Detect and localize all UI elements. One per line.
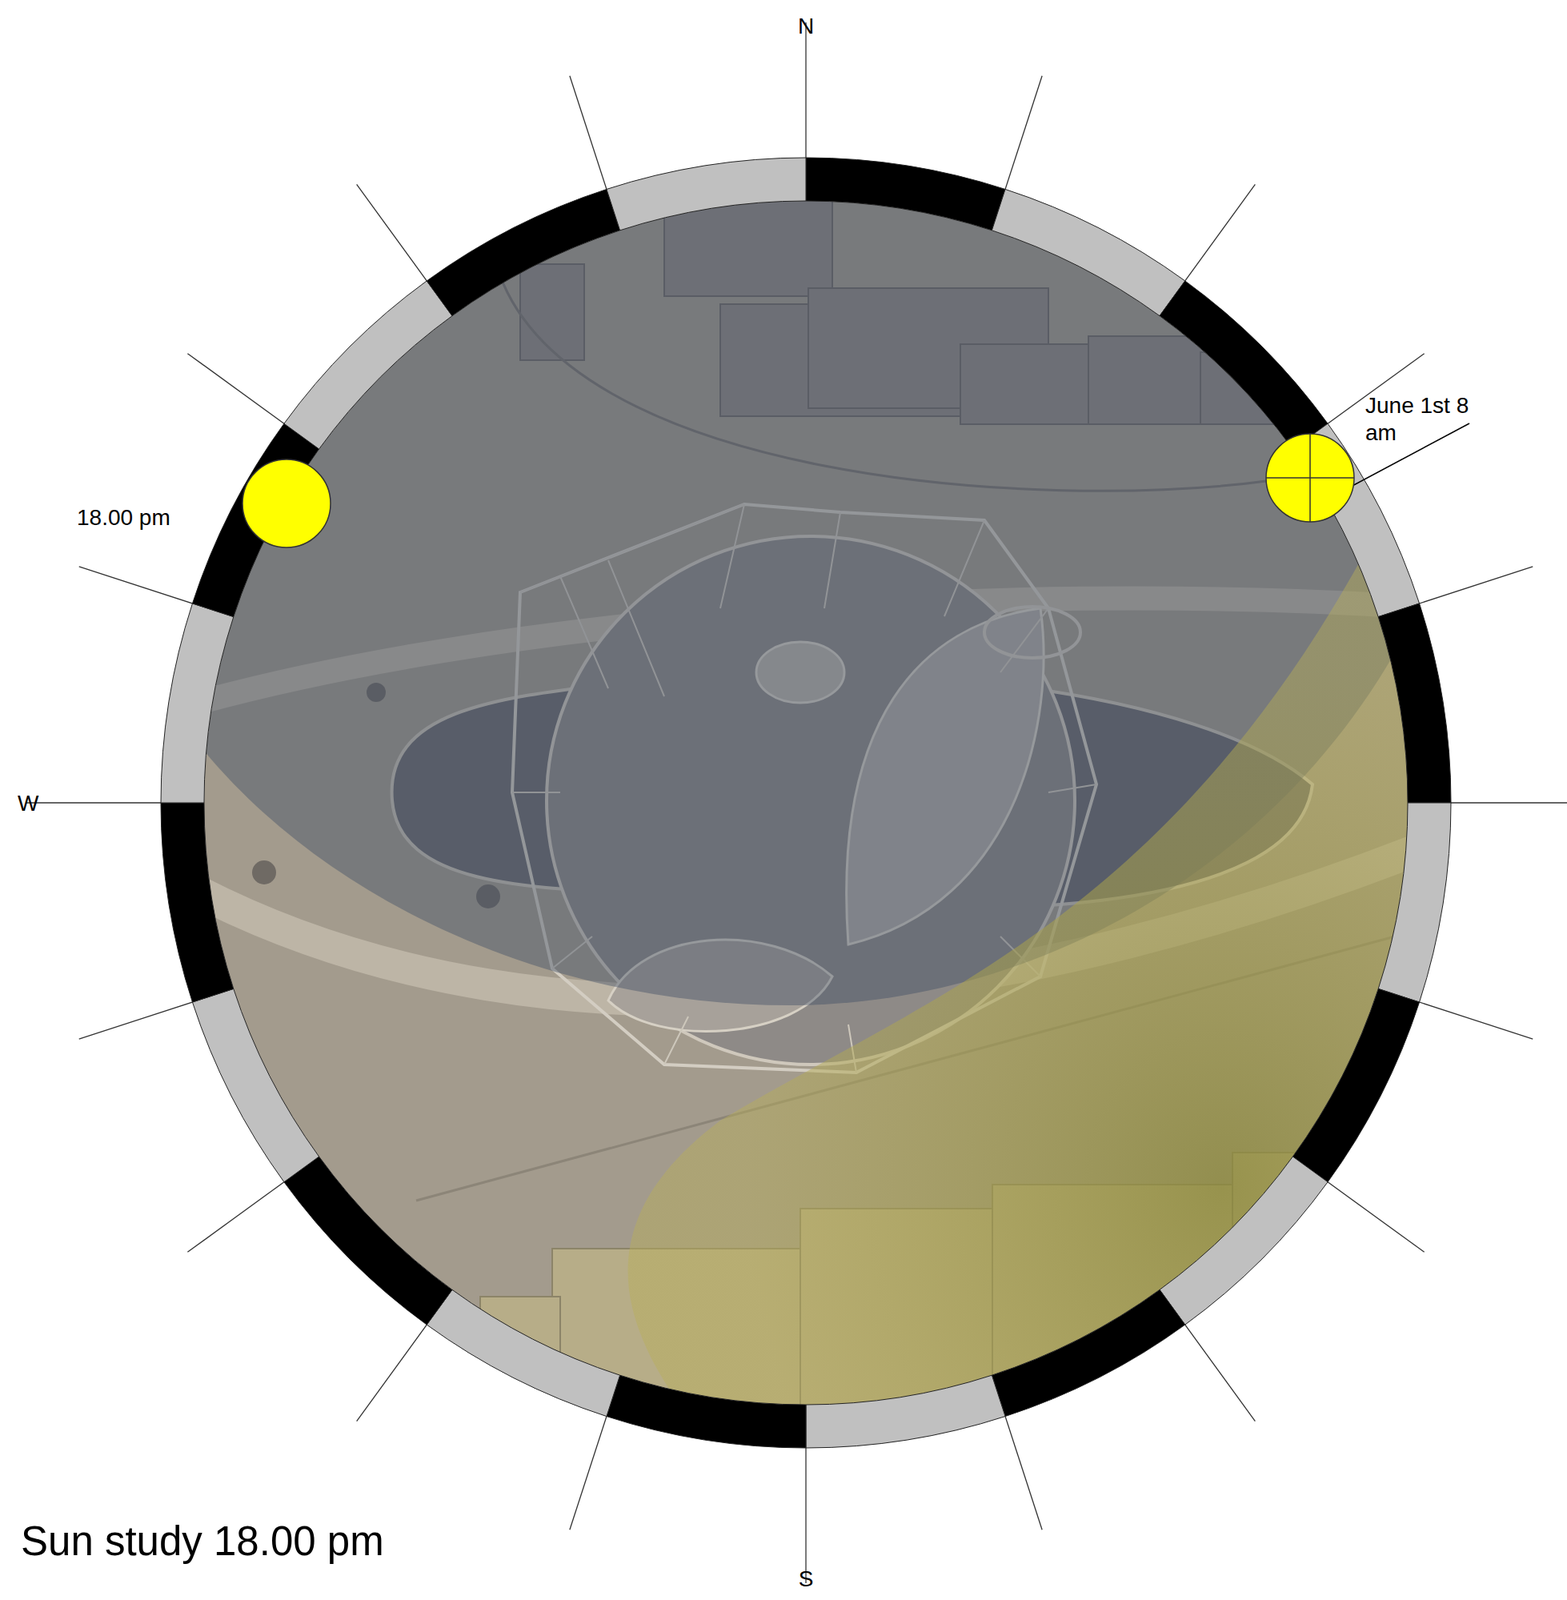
sun-time-label: 18.00 pm [76,504,171,532]
ring-segment [1292,988,1419,1182]
tree [252,860,277,885]
ring-segment [991,188,1185,316]
ring-segment [805,157,1006,231]
compass-label: S [798,1565,814,1593]
sun-symbol [242,459,331,548]
ground [160,160,1457,1457]
diagram-title: Sun study 18.00 pm [20,1516,385,1566]
ring-segment [284,280,453,449]
ring-segment [1159,280,1328,449]
ring-segment [426,188,620,316]
ring-segment [426,1289,620,1416]
ring-segment [160,603,234,803]
ring-segment [606,157,806,231]
compass-label: W [17,789,39,818]
ring-segment [606,1374,806,1448]
compass-ticks [25,22,1567,1584]
ring-segment [284,1156,453,1325]
ring-segment [805,1374,1006,1448]
ring-segment [991,1289,1185,1416]
compass-ring [160,157,1451,1448]
ring-segment [1378,802,1451,1002]
sun-crosshair [1309,433,1311,522]
ring-segment [192,988,319,1182]
sunlit-zone [628,560,1420,1457]
compass-label: N [797,12,814,41]
sun-time-label: June 1st 8 am [1365,392,1486,446]
ring-segment [1159,1156,1328,1325]
site-render [160,160,1457,1457]
ring-segment [160,802,234,1002]
sun-symbol [1266,433,1355,522]
ring-segment [1378,603,1451,803]
